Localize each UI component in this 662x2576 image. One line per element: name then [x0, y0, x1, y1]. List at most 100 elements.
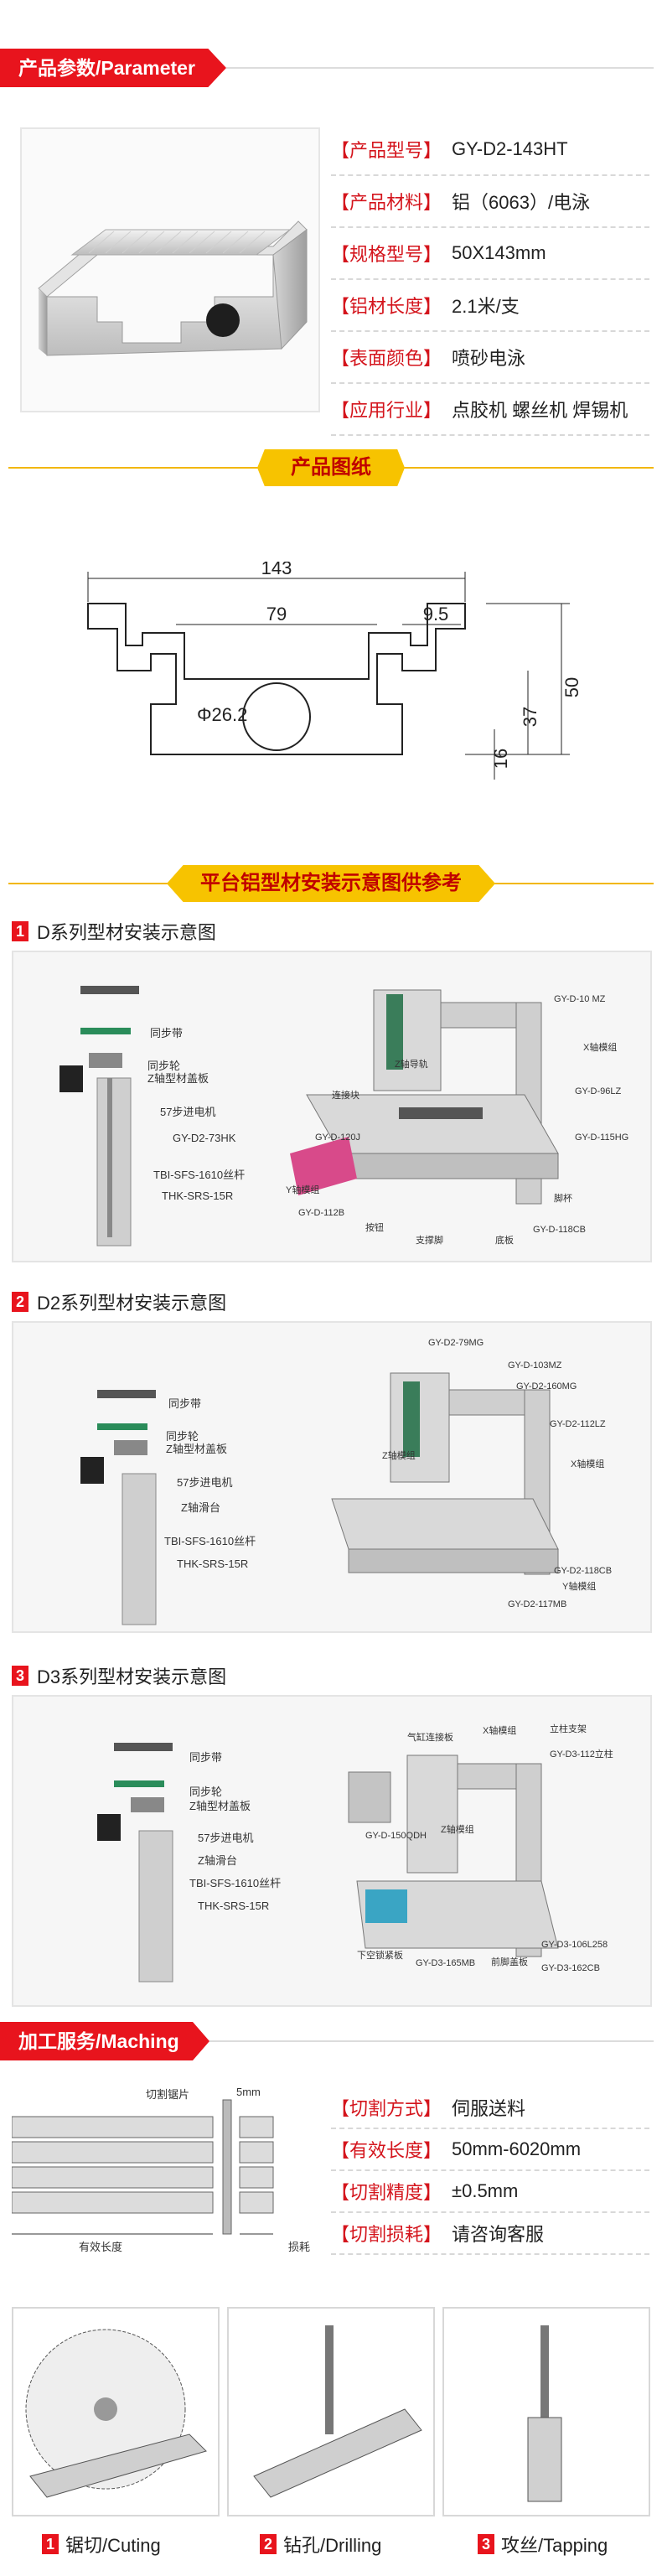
parameter-section-header: 产品参数/Parameter	[0, 40, 662, 94]
label: Z轴模组	[441, 1825, 474, 1835]
label: GY-D2-160MG	[516, 1381, 577, 1392]
param-row: 【应用行业】点胶机 螺丝机 焊锡机	[331, 384, 649, 436]
install-number: 1	[12, 921, 28, 941]
param-key: 【产品材料】	[331, 192, 442, 213]
drill-icon	[253, 2325, 422, 2498]
param-value: 点胶机 螺丝机 焊锡机	[452, 400, 628, 421]
label: GY-D2-112LZ	[550, 1419, 606, 1429]
install-diagram-2: 同步带 同步轮 Z轴型材盖板 57步进电机 Z轴滑台 TBI-SFS-1610丝…	[12, 1321, 652, 1633]
label: THK-SRS-15R	[162, 1190, 234, 1202]
dim-height-37: 37	[520, 707, 540, 727]
param-row: 【表面颜色】喷砂电泳	[331, 332, 649, 384]
gap-label: 5mm	[236, 2086, 261, 2098]
param-value: 2.1米/支	[452, 296, 520, 317]
label: 底板	[495, 1236, 514, 1246]
label: 同步轮	[147, 1060, 181, 1072]
label: GY-D-150QDH	[365, 1831, 427, 1841]
label: THK-SRS-15R	[198, 1900, 270, 1912]
length-label: 有效长度	[79, 2241, 123, 2253]
machining-section-header: 加工服务/Maching	[0, 2014, 662, 2067]
label: GY-D3-165MB	[416, 1958, 476, 1968]
param-value: GY-D2-143HT	[452, 138, 568, 159]
blade-label: 切割锯片	[146, 2088, 190, 2101]
service-text: 锯切/Cuting	[65, 2535, 161, 2556]
loss-label: 损耗	[288, 2241, 311, 2253]
drawing-section-title: 产品图纸	[0, 444, 662, 491]
label: 连接块	[332, 1091, 359, 1101]
parameter-section-title: 产品参数/Parameter	[0, 49, 226, 87]
service-label-cutting: 1 锯切/Cuting	[42, 2532, 161, 2557]
service-number: 2	[260, 2534, 277, 2554]
proc-key: 【切割损耗】	[331, 2224, 442, 2245]
label: Y轴模组	[562, 1582, 597, 1592]
install-subtitle-2: 2 D2系列型材安装示意图	[12, 1289, 226, 1314]
service-label-drilling: 2 钻孔/Drilling	[260, 2532, 381, 2557]
label: Z轴型材盖板	[189, 1800, 251, 1812]
param-value: 50X143mm	[452, 242, 546, 263]
tap-icon	[527, 2325, 562, 2502]
label: TBI-SFS-1610丝杆	[189, 1877, 282, 1889]
label: TBI-SFS-1610丝杆	[164, 1535, 256, 1547]
label: X轴模组	[583, 1043, 618, 1053]
label: Z轴型材盖板	[166, 1443, 227, 1455]
label: Z轴型材盖板	[147, 1072, 209, 1085]
param-row: 【产品材料】铝（6063）/电泳	[331, 176, 649, 228]
dim-hole: Φ26.2	[197, 704, 247, 725]
proc-value: 伺服送料	[452, 2098, 526, 2119]
label: GY-D-103MZ	[508, 1361, 562, 1371]
label: 同步轮	[189, 1786, 223, 1798]
aluminium-profile-illustration	[38, 220, 308, 356]
proc-value: 请咨询客服	[452, 2224, 545, 2245]
proc-row: 【切割精度】±0.5mm	[331, 2171, 649, 2213]
machining-section-title: 加工服务/Maching	[0, 2022, 209, 2060]
label: Z轴导轨	[395, 1060, 428, 1070]
label: Z轴滑台	[198, 1854, 237, 1867]
label: GY-D-120J	[315, 1133, 361, 1143]
header-divider	[226, 67, 654, 69]
install-title-text: D3系列型材安装示意图	[37, 1666, 227, 1687]
parameter-list: 【产品型号】GY-D2-143HT 【产品材料】铝（6063）/电泳 【规格型号…	[331, 124, 649, 436]
service-text: 攻丝/Tapping	[501, 2535, 608, 2556]
label: Z轴滑台	[181, 1501, 220, 1514]
service-drilling-image	[227, 2307, 435, 2516]
label: Z轴模组	[382, 1451, 416, 1461]
service-label-tapping: 3 攻丝/Tapping	[478, 2532, 608, 2557]
label: GY-D2-79MG	[428, 1338, 484, 1348]
dim-slot: 9.5	[423, 604, 449, 625]
install-diagram-3: 同步带 同步轮 Z轴型材盖板 57步进电机 Z轴滑台 TBI-SFS-1610丝…	[12, 1695, 652, 2007]
install-number: 2	[12, 1292, 28, 1312]
label: 57步进电机	[177, 1476, 233, 1489]
label: 立柱支架	[550, 1724, 587, 1734]
label: 同步带	[189, 1751, 223, 1764]
dim-inner: 79	[266, 604, 287, 625]
saw-blade-icon	[25, 2329, 207, 2498]
dim-width: 143	[261, 562, 292, 578]
install-subtitle-3: 3 D3系列型材安装示意图	[12, 1663, 226, 1688]
technical-drawing: 143 79 9.5 Φ26.2 50 37 16	[67, 557, 603, 813]
label: GY-D3-106L258	[541, 1940, 608, 1950]
proc-key: 【有效长度】	[331, 2140, 442, 2161]
param-key: 【规格型号】	[331, 244, 442, 265]
label: GY-D2-117MB	[508, 1599, 567, 1609]
label: Y轴模组	[286, 1185, 320, 1195]
label: TBI-SFS-1610丝杆	[153, 1169, 246, 1181]
param-value: 铝（6063）/电泳	[452, 192, 591, 213]
service-number: 3	[478, 2534, 494, 2554]
label: GY-D-10 MZ	[554, 994, 606, 1004]
param-key: 【表面颜色】	[331, 348, 442, 369]
label: GY-D-118CB	[533, 1225, 586, 1235]
proc-value: 50mm-6020mm	[452, 2138, 582, 2159]
dim-height-50: 50	[561, 677, 582, 697]
install-subtitle-1: 1 D系列型材安装示意图	[12, 919, 216, 944]
label: 同步轮	[166, 1430, 199, 1443]
proc-key: 【切割精度】	[331, 2182, 442, 2203]
d-series-illustration	[59, 986, 559, 1247]
param-row: 【规格型号】 50X143mm	[331, 228, 649, 280]
cutting-diagram: 切割锯片 5mm 有效长度 损耗	[11, 2079, 322, 2263]
service-number: 1	[42, 2534, 59, 2554]
label: GY-D-96LZ	[575, 1086, 622, 1096]
drawing-title: 产品图纸	[257, 449, 405, 486]
install-title-text: D2系列型材安装示意图	[37, 1293, 227, 1314]
install-number: 3	[12, 1666, 28, 1686]
cutting-illustration	[11, 2099, 274, 2235]
